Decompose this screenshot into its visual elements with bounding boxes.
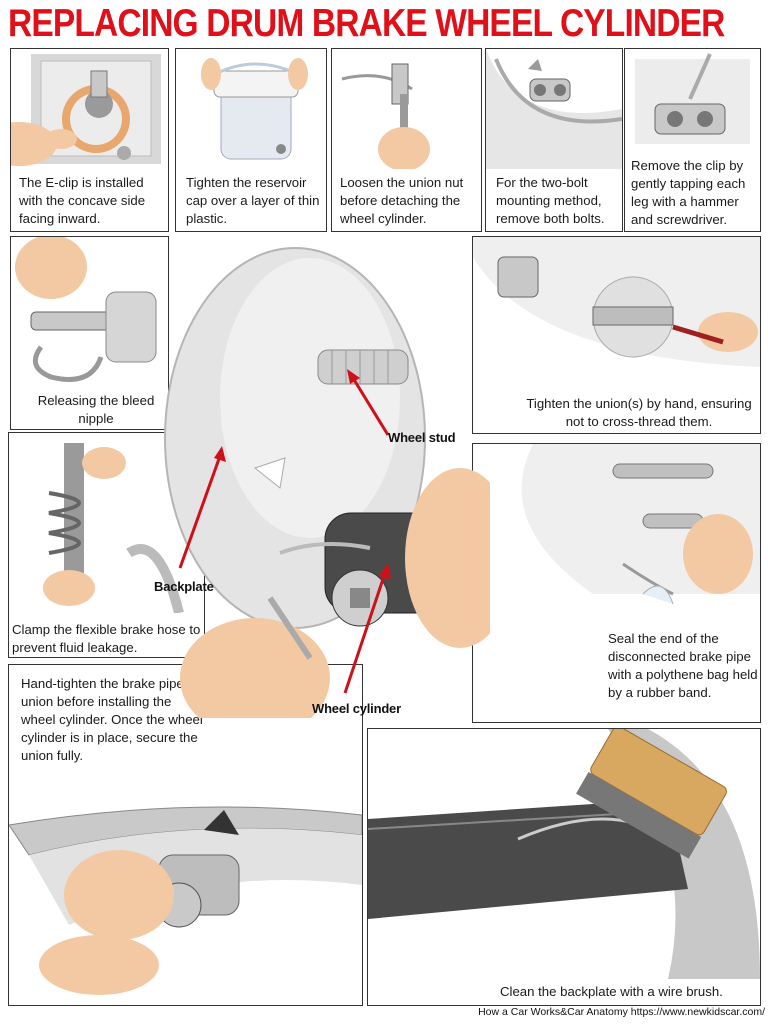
step-panel-wire-brush: Clean the backplate with a wire brush. — [367, 728, 761, 1006]
footer-credit: How a Car Works&Car Anatomy https://www.… — [478, 1006, 765, 1018]
step-caption: Clamp the flexible brake hose to prevent… — [12, 622, 201, 655]
step-panel-reservoir-cap: Tighten the reservoir cap over a layer o… — [175, 48, 327, 232]
callout-arrow-wheel-stud — [347, 369, 390, 436]
two-bolt-illustration — [486, 49, 622, 169]
step-panel-two-bolt: For the two-bolt mounting method, remove… — [485, 48, 623, 232]
seal-pipe-illustration — [521, 444, 760, 605]
wire-brush-illustration — [368, 729, 760, 979]
step-panel-seal-pipe: Seal the end of the disconnected brake p… — [472, 443, 761, 723]
step-panel-e-clip: The E-clip is installed with the concave… — [10, 48, 169, 232]
step-caption: Clean the backplate with a wire brush. — [500, 984, 723, 999]
step-caption: Seal the end of the disconnected brake p… — [608, 631, 758, 700]
tighten-union-illustration — [473, 237, 760, 367]
step-panel-clip-removal: Remove the clip by gently tapping each l… — [624, 48, 761, 232]
step-caption: For the two-bolt mounting method, remove… — [496, 175, 605, 226]
clamp-hose-illustration — [43, 443, 184, 613]
callout-label-wheel-cylinder: Wheel cylinder — [312, 701, 401, 716]
step-panel-bleed-nipple: Releasing the bleed nipple — [10, 236, 169, 430]
step-caption: Tighten the reservoir cap over a layer o… — [186, 175, 320, 226]
reservoir-illustration — [201, 58, 308, 160]
step-panel-union-nut: Loosen the union nut before detaching th… — [331, 48, 482, 232]
step-caption: The E-clip is installed with the concave… — [19, 175, 146, 226]
callout-label-backplate: Backplate — [154, 579, 214, 594]
step-panel-tighten-union: Tighten the union(s) by hand, ensuring n… — [472, 236, 761, 434]
step-caption: Releasing the bleed nipple — [37, 393, 155, 426]
bleed-nipple-illustration — [15, 237, 157, 382]
step-caption: Hand-tighten the brake pipe union before… — [21, 676, 203, 763]
page-title: REPLACING DRUM BRAKE WHEEL CYLINDER — [8, 2, 725, 45]
callout-label-wheel-stud: Wheel stud — [388, 430, 456, 445]
step-caption: Loosen the union nut before detaching th… — [340, 175, 464, 226]
wheel-stud — [317, 349, 409, 385]
step-caption: Tighten the union(s) by hand, ensuring n… — [526, 396, 752, 429]
union-nut-illustration — [341, 63, 430, 169]
callout-arrow-wheel-cylinder — [343, 563, 391, 694]
clip-removal-illustration — [635, 53, 750, 144]
callout-arrow-backplate — [178, 446, 226, 569]
step-caption: Remove the clip by gently tapping each l… — [631, 158, 746, 227]
e-clip-illustration — [11, 54, 161, 166]
center-illustration — [164, 247, 490, 718]
